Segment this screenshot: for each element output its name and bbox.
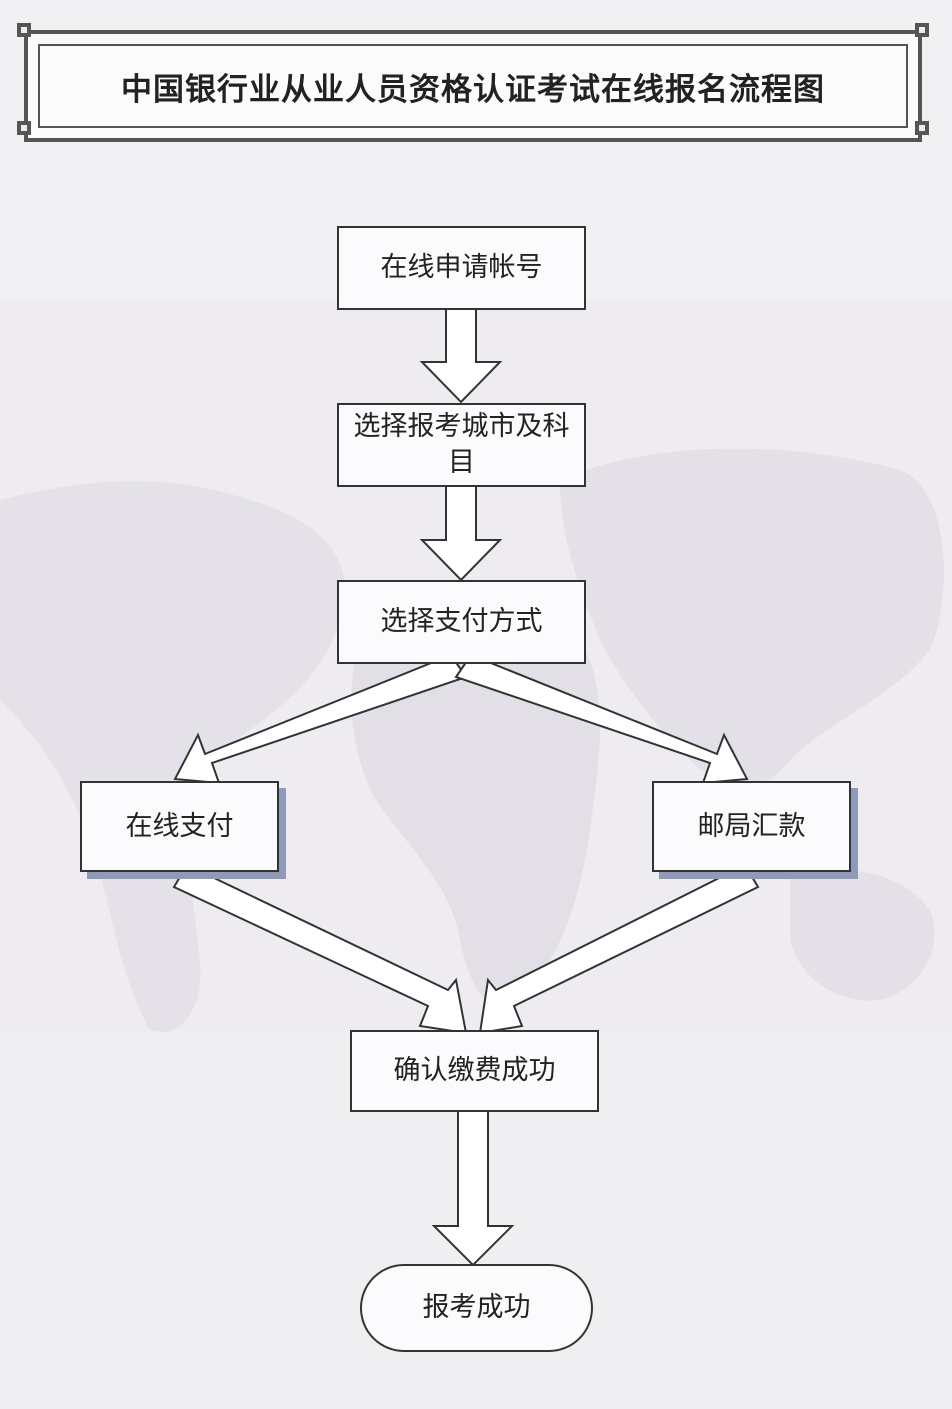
node-registration-success-label: 报考成功 [422, 1292, 531, 1323]
title-frame-corner-br [915, 121, 929, 135]
node-online-payment-label: 在线支付 [125, 810, 234, 842]
arrow-apply-to-city [419, 307, 503, 404]
arrow-payment-to-postal [454, 653, 749, 785]
arrow-online-to-confirm [172, 863, 468, 1035]
title-frame: 中国银行业从业人员资格认证考试在线报名流程图 [24, 30, 922, 142]
node-confirm-payment: 确认缴费成功 [350, 1030, 599, 1112]
title-frame-corner-tl [17, 23, 31, 37]
node-confirm-payment-label: 确认缴费成功 [393, 1055, 556, 1086]
arrow-postal-to-confirm [478, 863, 760, 1035]
title-frame-corner-bl [17, 121, 31, 135]
arrow-city-to-payment [419, 485, 503, 582]
title-frame-inner: 中国银行业从业人员资格认证考试在线报名流程图 [38, 44, 908, 128]
node-apply-account: 在线申请帐号 [337, 226, 586, 310]
node-choose-payment: 选择支付方式 [337, 580, 586, 664]
node-registration-success: 报考成功 [360, 1264, 593, 1352]
node-apply-account-label: 在线申请帐号 [380, 252, 543, 283]
node-online-payment: 在线支付 [80, 781, 279, 872]
node-postal-remittance: 邮局汇款 [652, 781, 851, 872]
title-frame-corner-tr [915, 23, 929, 37]
node-choose-city-subject: 选择报考城市及科目 [337, 403, 586, 487]
node-choose-payment-label: 选择支付方式 [380, 606, 543, 637]
node-choose-city-subject-label: 选择报考城市及科目 [353, 411, 570, 478]
arrow-confirm-to-success [431, 1110, 515, 1267]
arrow-payment-to-online [173, 653, 468, 785]
page-title: 中国银行业从业人员资格认证考试在线报名流程图 [121, 71, 825, 108]
node-postal-remittance-label: 邮局汇款 [697, 810, 806, 842]
